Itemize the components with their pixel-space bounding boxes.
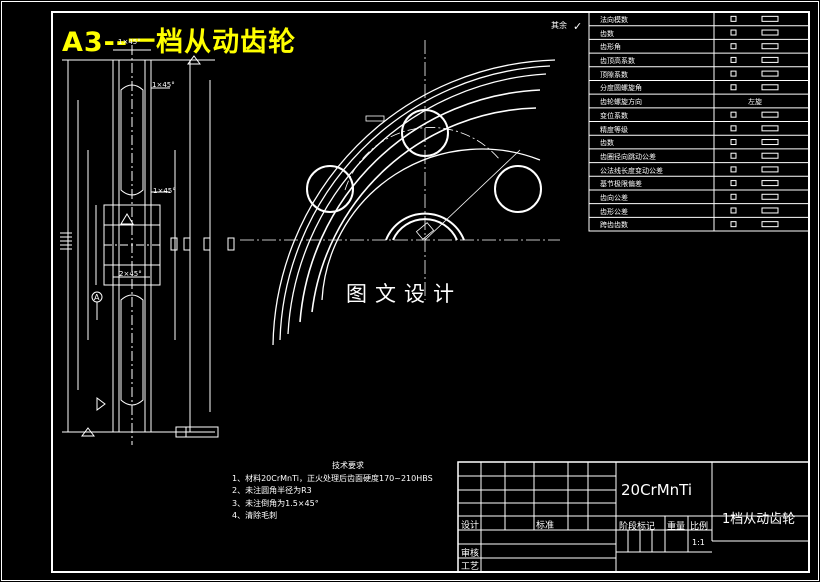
parameter-symbol-box	[730, 221, 737, 228]
process-label: 工艺	[461, 562, 480, 572]
parameter-value-box	[761, 70, 779, 77]
parameter-symbol-box	[730, 56, 737, 63]
parameter-label: 公法线长度变动公差	[600, 166, 663, 175]
stage-mark-label: 阶段标记	[619, 522, 656, 532]
parameter-symbol-box	[730, 180, 737, 187]
parameter-label: 顶隙系数	[600, 70, 628, 79]
chamfer-label: 1×45°	[153, 187, 176, 195]
parameter-label: 齿形角	[600, 43, 621, 52]
helix-direction-value: 左旋	[748, 98, 762, 107]
parameter-symbol-box	[730, 139, 737, 146]
parameter-label: 齿向公差	[600, 193, 628, 202]
technical-requirements: 技术要求 1、材料20CrMnTi，正火处理后齿面硬度170~210HBS 2、…	[232, 460, 433, 523]
parameter-value-box	[761, 43, 779, 50]
parameter-value-box	[761, 221, 779, 228]
technical-requirements-heading: 技术要求	[332, 461, 364, 470]
parameter-label: 齿轮螺旋方向	[600, 98, 642, 107]
gear-front-view	[240, 40, 560, 346]
parameter-label: 基节极限偏差	[600, 180, 642, 189]
chamfer-label: 1×45°	[152, 81, 175, 89]
parameter-label: 法向模数	[600, 16, 628, 24]
scale-label: 比例	[690, 522, 709, 532]
parameter-label: 齿形公差	[600, 207, 628, 216]
requirement-item: 2、未注圆角半径为R3	[232, 486, 312, 495]
scale-value: 1:1	[692, 538, 705, 547]
chamfer-label: 2×45°	[119, 270, 142, 278]
parameter-value-box	[761, 139, 779, 146]
parameter-value-box	[761, 180, 779, 187]
watermark: 图文设计	[346, 282, 462, 306]
parameter-value-box	[761, 166, 779, 173]
surface-finish-note: 其余	[551, 21, 567, 30]
parameter-symbol-box	[730, 111, 737, 118]
parameter-label: 精度等级	[600, 125, 628, 134]
material-value: 20CrMnTi	[621, 481, 693, 499]
parameter-value-box	[761, 84, 779, 91]
parameter-value-box	[761, 152, 779, 159]
standardize-label: 标准	[536, 521, 555, 531]
parameter-label: 变位系数	[600, 111, 628, 120]
drawing-title: A3--一档从动齿轮	[62, 27, 297, 58]
parameter-symbol-box	[730, 152, 737, 159]
parameter-symbol-box	[730, 166, 737, 173]
title-block	[457, 461, 810, 573]
requirement-item: 1、材料20CrMnTi，正火处理后齿面硬度170~210HBS	[232, 473, 433, 483]
parameter-value-box	[761, 15, 779, 22]
weight-label: 重量	[667, 522, 686, 532]
parameter-value-box	[761, 111, 779, 118]
gear-parameters-table	[588, 11, 810, 232]
review-label: 审核	[461, 549, 480, 559]
parameter-symbol-box	[730, 207, 737, 214]
parameter-symbol-box	[730, 43, 737, 50]
gear-section-view	[60, 45, 235, 445]
parameter-label: 齿顶高系数	[600, 57, 635, 66]
parameter-symbol-box	[730, 84, 737, 91]
parameter-label: 齿圈径向跳动公差	[600, 152, 656, 161]
parameter-label: 齿数	[600, 139, 614, 148]
requirement-item: 4、清除毛刺	[232, 511, 278, 520]
part-name: 1档从动齿轮	[722, 512, 796, 527]
parameter-symbol-box	[730, 15, 737, 22]
parameter-symbol-box	[730, 29, 737, 36]
parameter-value-box	[761, 125, 779, 132]
chamfer-label: 1×45°	[118, 38, 141, 46]
parameter-label: 跨齿齿数	[600, 221, 628, 230]
parameter-value-box	[761, 29, 779, 36]
parameter-value-box	[761, 56, 779, 63]
design-label: 设计	[461, 521, 480, 531]
parameter-symbol-box	[730, 193, 737, 200]
requirement-item: 3、未注倒角为1.5×45°	[232, 498, 319, 508]
inner-border	[51, 11, 810, 573]
parameter-label: 分度圆螺旋角	[600, 84, 642, 93]
surface-finish-check-icon: ✓	[573, 20, 583, 33]
datum-label: A	[94, 293, 100, 302]
parameter-symbol-box	[730, 125, 737, 132]
parameter-symbol-box	[730, 70, 737, 77]
parameter-value-box	[761, 207, 779, 214]
parameter-label: 齿数	[600, 29, 614, 38]
parameter-value-box	[761, 193, 779, 200]
